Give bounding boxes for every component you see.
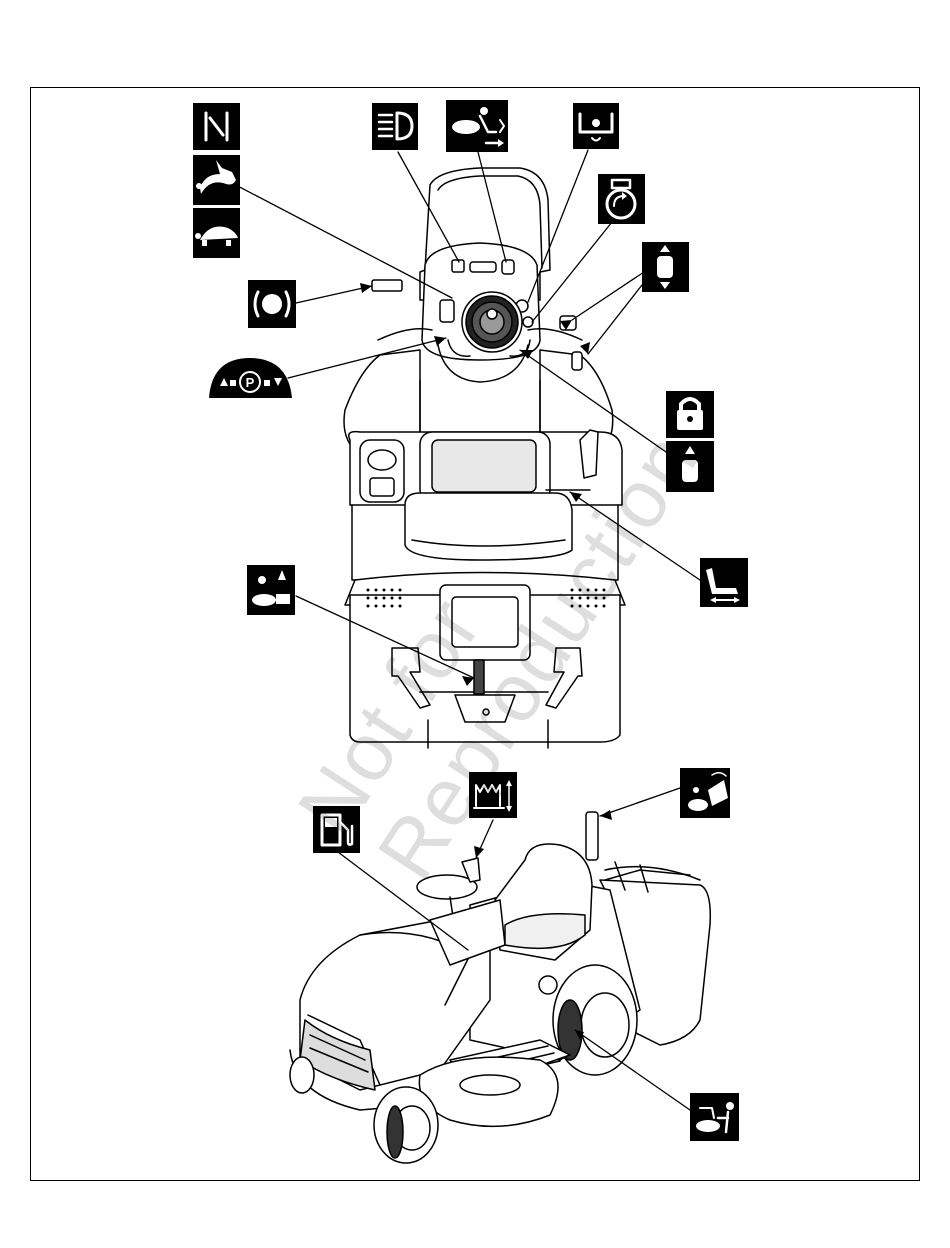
headlight-icon — [372, 103, 418, 150]
engine-start-icon — [598, 174, 645, 224]
parking-brake-icon: P — [209, 358, 292, 398]
forward-reverse-icon — [642, 242, 689, 292]
mower-alarm-icon — [247, 565, 295, 615]
pto-blade-engage-icon — [573, 103, 619, 149]
cruise-control-icon — [248, 280, 296, 328]
turtle-slow-icon — [193, 208, 240, 258]
parking-brake-letter: P — [246, 375, 255, 390]
grass-bag-tip-icon — [680, 768, 730, 818]
rabbit-fast-icon — [193, 155, 240, 205]
throttle-choke-icon — [193, 103, 240, 150]
tractor-perspective-view — [290, 812, 710, 1163]
lock-icon — [666, 391, 714, 438]
seat-adjust-icon — [700, 558, 748, 607]
tow-mower-icon — [690, 1093, 739, 1141]
reverse-mow-option-icon — [446, 100, 508, 152]
